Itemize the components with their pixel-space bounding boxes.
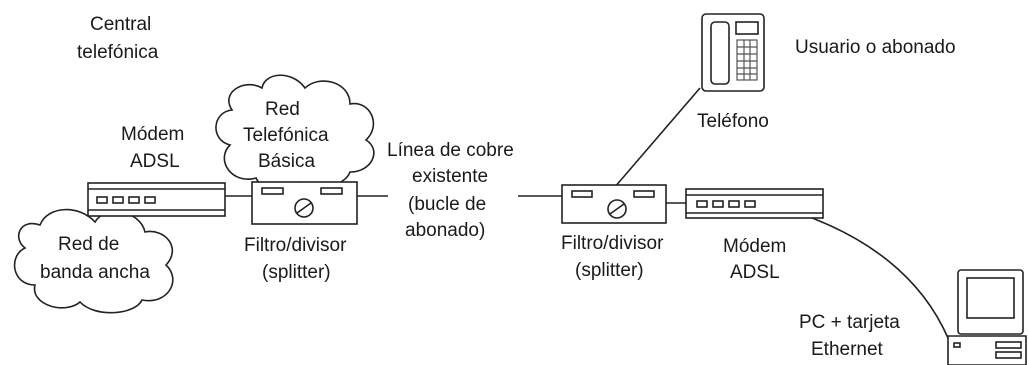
pc-icon [947, 269, 1027, 365]
central-modem-label-line1: Módem [121, 124, 184, 145]
broadband-cloud-label-line1: Red de [58, 234, 119, 255]
pstn-cloud-label-line1: Red [265, 99, 300, 120]
central-office-title-line2: telefónica [77, 42, 159, 63]
central-modem-label-line2: ADSL [130, 151, 180, 172]
telephone-icon [701, 13, 765, 92]
copper-line-label-line1: Línea de cobre [387, 140, 514, 161]
copper-line-label-line3: (bucle de [408, 194, 486, 215]
central-office-title-line1: Central [90, 14, 151, 35]
subscriber-modem-label-line2: ADSL [730, 262, 780, 283]
subscriber-title: Usuario o abonado [795, 37, 956, 58]
copper-line-label-line2: existente [412, 166, 488, 187]
pc-label-line1: PC + tarjeta [799, 312, 900, 333]
subscriber-splitter-label-line2: (splitter) [575, 260, 644, 281]
broadband-cloud-label-line2: banda ancha [40, 262, 150, 283]
pc-label-line2: Ethernet [811, 339, 884, 360]
pstn-cloud-label-line3: Básica [258, 151, 315, 172]
subscriber-adsl-modem-icon [685, 188, 824, 219]
subscriber-modem-label-line1: Módem [723, 236, 786, 257]
central-splitter-label-line2: (splitter) [262, 262, 331, 283]
central-splitter-label-line1: Filtro/divisor [244, 235, 347, 256]
central-splitter-icon [251, 181, 358, 225]
splitter-to-phone-link [613, 87, 701, 189]
subscriber-splitter-icon [561, 184, 667, 224]
telephone-label: Teléfono [697, 111, 769, 132]
pstn-cloud-label-line2: Telefónica [243, 125, 329, 146]
subscriber-splitter-label-line1: Filtro/divisor [561, 233, 664, 254]
central-adsl-modem-icon [87, 182, 226, 217]
copper-line-label-line4: abonado) [405, 220, 485, 241]
